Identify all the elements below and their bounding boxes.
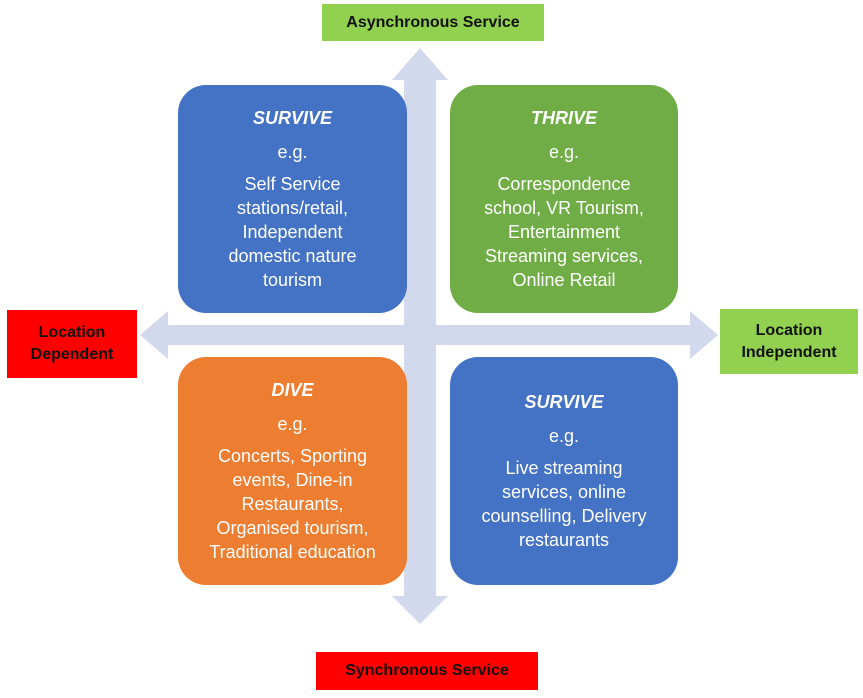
quadrant-bottom-left: DIVE e.g. Concerts, Sporting events, Din… <box>178 357 407 585</box>
quadrant-title: SURVIVE <box>252 108 333 128</box>
synchronous-service-label: Synchronous Service <box>316 652 538 690</box>
quadrant-examples: Correspondence school, VR Tourism, Enter… <box>484 174 644 290</box>
quadrant-title: DIVE <box>271 380 314 400</box>
quadrant-eg: e.g. <box>277 414 308 434</box>
asynchronous-service-label: Asynchronous Service <box>322 4 544 41</box>
quadrant-top-right: THRIVE e.g. Correspondence school, VR To… <box>450 85 678 313</box>
quadrant-eg: e.g. <box>277 142 308 162</box>
quadrant-title: SURVIVE <box>524 392 604 412</box>
quadrant-examples: Live streaming services, online counsell… <box>481 458 647 550</box>
quadrant-eg: e.g. <box>548 426 580 446</box>
quadrant-bottom-right: SURVIVE e.g. Live streaming services, on… <box>450 357 678 585</box>
location-independent-label: Location Independent <box>720 309 858 374</box>
quadrant-eg: e.g. <box>548 142 580 162</box>
quadrant-examples: Concerts, Sporting events, Dine-in Resta… <box>209 446 376 562</box>
quadrant-title: THRIVE <box>530 108 597 128</box>
location-dependent-label: Location Dependent <box>7 310 137 378</box>
quadrant-top-left: SURVIVE e.g. Self Service stations/retai… <box>178 85 407 313</box>
horizontal-axis-arrow <box>140 311 718 359</box>
quadrant-examples: Self Service stations/retail, Independen… <box>228 174 357 290</box>
